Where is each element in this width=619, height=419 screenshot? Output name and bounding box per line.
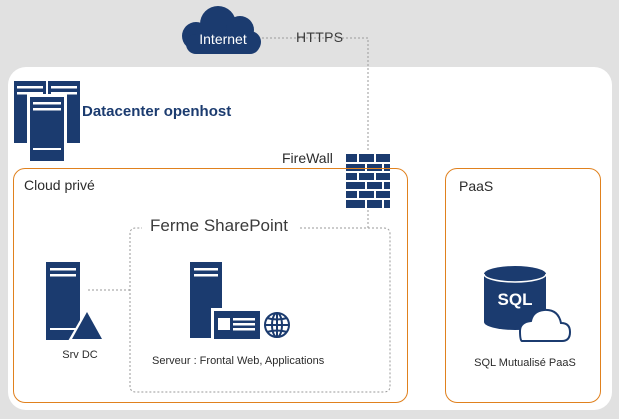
datacenter-panel (8, 67, 612, 410)
datacenter-title: Datacenter openhost (82, 103, 232, 120)
https-label: HTTPS (296, 29, 344, 45)
firewall-icon (346, 154, 390, 208)
datacenter-servers-icon (14, 81, 80, 164)
private-cloud-label: Cloud privé (24, 177, 95, 193)
sql-icon-text: SQL (498, 290, 533, 309)
paas-box (445, 168, 601, 403)
sharepoint-farm-title: Ferme SharePoint (146, 216, 292, 236)
srv-dc-label: Srv DC (62, 349, 98, 361)
https-connection-line (262, 37, 369, 150)
server-dc-icon (46, 262, 106, 341)
paas-label: PaaS (459, 178, 494, 194)
cloud-icon (182, 6, 261, 54)
internet-label: Internet (199, 31, 247, 47)
firewall-label: FireWall (282, 150, 333, 166)
sql-database-icon: SQL (483, 266, 572, 342)
web-server-icon (190, 262, 292, 342)
sql-paas-label: SQL Mutualisé PaaS (474, 357, 576, 369)
private-cloud-box (13, 168, 408, 403)
frontal-server-label: Serveur : Frontal Web, Applications (152, 355, 325, 367)
